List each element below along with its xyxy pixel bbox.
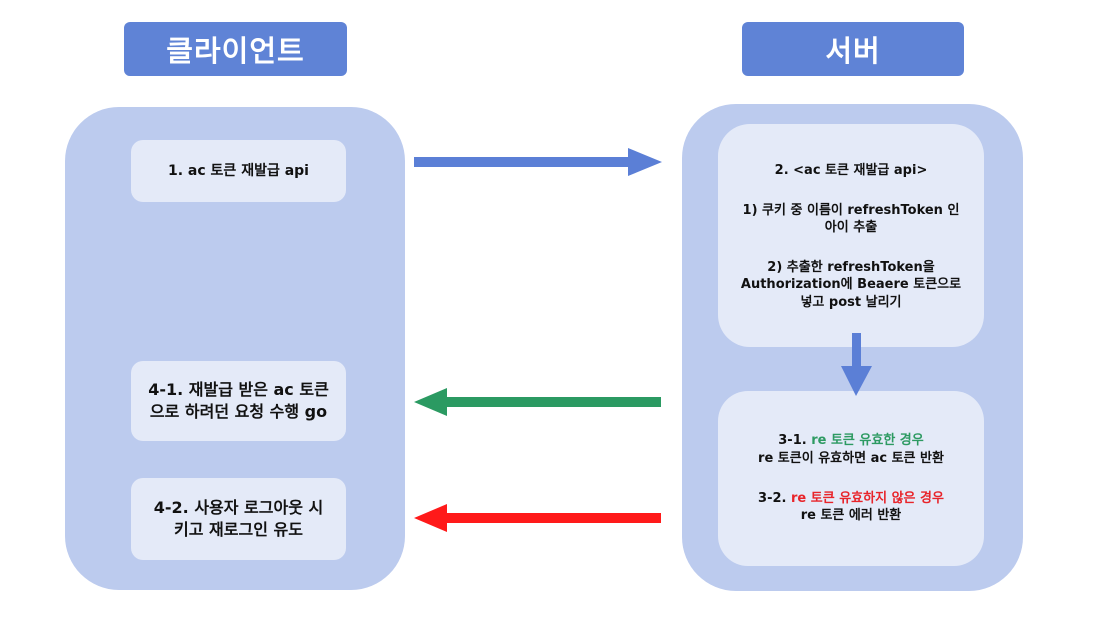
client-header: 클라이언트 [124, 22, 347, 76]
step-3-1-result: re 토큰이 유효하면 ac 토큰 반환 [758, 450, 944, 466]
step-3-2-prefix: 3-2. [758, 490, 791, 506]
step-4-2-box: 4-2. 사용자 로그아웃 시 키고 재로그인 유도 [131, 478, 346, 560]
step-3-2-result: re 토큰 에러 반환 [800, 508, 902, 524]
step-2-item-1: 1) 쿠키 중 이름이 refreshToken 인 아이 추출 [743, 202, 960, 237]
step-4-1-line-2: 으로 하려던 요청 수행 go [149, 402, 328, 421]
step-1-box: 1. ac 토큰 재발급 api [131, 140, 346, 202]
step-4-1-line-1: 4-1. 재발급 받은 ac 토큰 [148, 379, 329, 399]
step-2-box: 2. <ac 토큰 재발급 api> 1) 쿠키 중 이름이 refreshTo… [718, 124, 984, 347]
arrow-down [841, 333, 872, 396]
step-3-2-highlight: re 토큰 유효하지 않은 경우 [791, 490, 944, 506]
step-3-2-condition: 3-2. re 토큰 유효하지 않은 경우 [758, 490, 944, 508]
step-2-item-1-line-2: 아이 추출 [824, 220, 878, 236]
step-2-title: 2. <ac 토큰 재발급 api> [774, 163, 928, 178]
step-2-item-2: 2) 추출한 refreshToken을 Authorization에 Beae… [741, 259, 961, 312]
step-3-box: 3-1. re 토큰 유효한 경우 re 토큰이 유효하면 ac 토큰 반환 3… [718, 391, 984, 566]
step-2-item-1-line-1: 1) 쿠키 중 이름이 refreshToken 인 [742, 202, 960, 218]
step-4-2-line-1: 4-2. 사용자 로그아웃 시 [153, 497, 324, 517]
server-header: 서버 [742, 22, 964, 76]
arrow-request [414, 148, 662, 176]
step-4-2-line-2: 키고 재로그인 유도 [174, 520, 303, 539]
step-2-item-2-line-3: 넣고 post 날리기 [800, 294, 902, 310]
step-4-1-box: 4-1. 재발급 받은 ac 토큰 으로 하려던 요청 수행 go [131, 361, 346, 441]
step-1-label: 1. ac 토큰 재발급 api [168, 162, 309, 179]
step-2-item-2-line-2: Authorization에 Beaere 토큰으로 [740, 277, 962, 293]
step-3-1-highlight: re 토큰 유효한 경우 [811, 433, 924, 449]
step-3-1-prefix: 3-1. [778, 433, 812, 449]
step-2-item-2-line-1: 2) 추출한 refreshToken을 [767, 259, 935, 275]
step-3-1-condition: 3-1. re 토큰 유효한 경우 [778, 432, 923, 450]
arrow-success [414, 388, 661, 416]
arrow-error [414, 504, 661, 532]
